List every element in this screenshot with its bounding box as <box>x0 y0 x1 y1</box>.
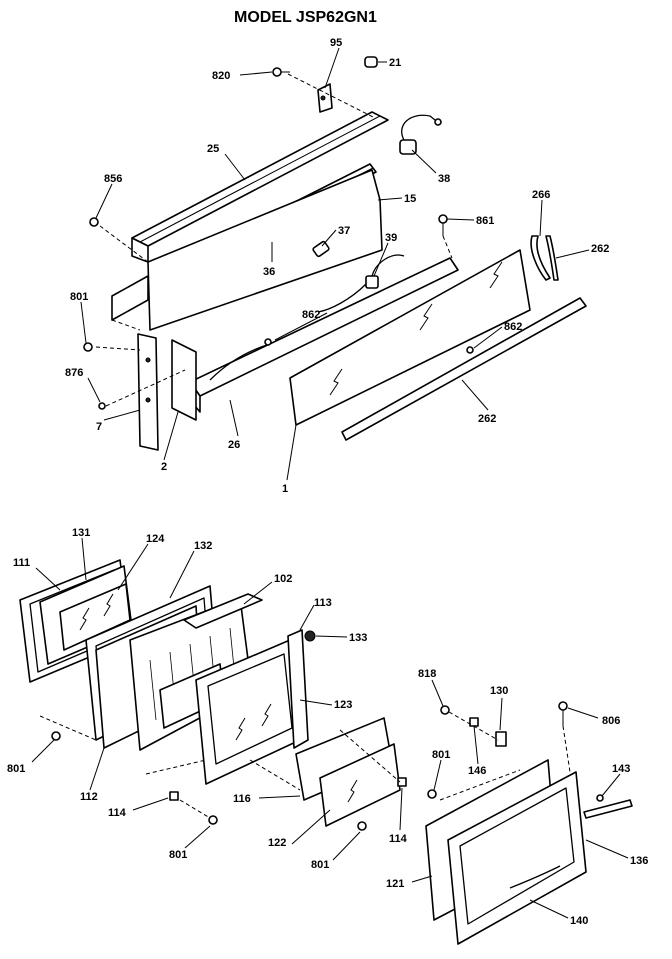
callout-876: 876 <box>65 367 83 379</box>
callout-146: 146 <box>468 765 486 777</box>
callout-262-upper: 262 <box>591 243 609 255</box>
part-113-hinge-bracket <box>287 629 309 749</box>
callout-801-bottom: 801 <box>169 849 187 861</box>
callout-801-center: 801 <box>311 859 329 871</box>
backguard-assembly <box>83 56 587 451</box>
part-39-switch <box>317 254 405 313</box>
callout-132: 132 <box>194 540 212 552</box>
part-136-handle-strip <box>583 799 633 819</box>
part-861-screw <box>438 214 448 236</box>
callout-38: 38 <box>438 173 450 185</box>
callout-112: 112 <box>80 791 98 803</box>
callout-116: 116 <box>233 793 251 805</box>
part-123-inner-glass-assembly <box>195 639 301 785</box>
callout-124: 124 <box>146 533 165 545</box>
part-262-trim-strip-lower <box>341 297 587 441</box>
part-37-starter <box>312 240 330 258</box>
part-95-bracket <box>317 83 333 113</box>
part-801-screw <box>83 342 93 352</box>
part-876-screw <box>98 402 106 410</box>
callout-123: 123 <box>334 699 352 711</box>
part-146-clip <box>469 717 479 727</box>
callout-136: 136 <box>630 855 648 867</box>
callout-2: 2 <box>161 461 167 473</box>
callout-801-left: 801 <box>7 763 25 775</box>
callout-37: 37 <box>338 225 350 237</box>
callout-131: 131 <box>72 527 90 539</box>
callout-801-upper: 801 <box>70 291 88 303</box>
part-38-lamp-socket <box>399 114 442 155</box>
callout-856: 856 <box>104 173 122 185</box>
part-806-screw <box>558 701 568 726</box>
part-266-end-cap <box>530 235 551 281</box>
callout-113: 113 <box>314 597 332 609</box>
part-21-nut <box>364 56 378 68</box>
callout-266: 266 <box>532 189 550 201</box>
callout-102: 102 <box>274 573 292 585</box>
callout-130: 130 <box>490 685 508 697</box>
part-801-screw-bottom <box>208 815 218 825</box>
part-102-insulation <box>129 593 263 751</box>
part-15-panel-body <box>111 169 383 331</box>
part-114-clip-right <box>397 777 407 787</box>
part-818-screw <box>440 705 450 715</box>
model-title: MODEL JSP62GN1 <box>234 9 377 26</box>
drawer-part-labels: 818 130 806 801 146 143 136 121 140 <box>386 668 648 927</box>
callout-39: 39 <box>385 232 397 244</box>
callout-122: 122 <box>268 837 286 849</box>
callout-806: 806 <box>602 715 620 727</box>
callout-114-left: 114 <box>108 807 127 819</box>
upper-part-labels: 95 21 820 25 856 38 15 37 39 861 266 262… <box>65 37 609 495</box>
part-801-screw-left <box>51 731 61 741</box>
callout-25: 25 <box>207 143 219 155</box>
callout-15: 15 <box>404 193 416 205</box>
callout-862-a: 862 <box>302 309 320 321</box>
callout-140: 140 <box>570 915 588 927</box>
callout-861: 861 <box>476 215 494 227</box>
callout-1: 1 <box>282 483 288 495</box>
callout-26: 26 <box>228 439 240 451</box>
part-820-screw <box>272 67 290 77</box>
door-leader-lines <box>31 537 403 861</box>
callout-111: 111 <box>13 557 30 569</box>
upper-leader-lines <box>80 47 590 481</box>
part-262-trim-strip-upper <box>545 235 559 281</box>
oven-door-assembly <box>19 559 437 831</box>
part-1-glass-panel <box>289 249 531 426</box>
door-part-labels: 111 131 124 132 102 113 133 123 801 112 … <box>7 527 408 871</box>
callout-133: 133 <box>349 632 367 644</box>
callout-820: 820 <box>212 70 230 82</box>
callout-7: 7 <box>96 421 102 433</box>
callout-801-right: 801 <box>432 749 450 761</box>
part-130-bracket <box>495 731 507 747</box>
part-862-clip-b <box>466 346 474 354</box>
part-25-top-trim <box>131 111 389 263</box>
part-133-bumper <box>304 630 316 642</box>
part-801-screw-center <box>357 821 367 831</box>
part-801-screw-right <box>427 789 437 799</box>
part-114-clip-left <box>169 791 179 801</box>
part-143-screw <box>596 794 604 802</box>
drawer-leader-lines <box>411 679 629 919</box>
callout-862-b: 862 <box>504 321 522 333</box>
callout-114-right: 114 <box>389 833 408 845</box>
part-862-clip-a <box>264 338 272 346</box>
part-2-end-cap <box>171 339 197 421</box>
callout-818: 818 <box>418 668 436 680</box>
part-7-side-bracket <box>137 333 159 451</box>
callout-143: 143 <box>612 763 630 775</box>
drawer-door-assembly <box>425 701 633 945</box>
callout-95: 95 <box>330 37 342 49</box>
callout-262-lower: 262 <box>478 413 496 425</box>
part-140-door-frame <box>447 771 587 945</box>
callout-36: 36 <box>263 266 275 278</box>
part-856-clip <box>89 217 99 227</box>
callout-121: 121 <box>386 878 404 890</box>
callout-21: 21 <box>389 57 401 69</box>
